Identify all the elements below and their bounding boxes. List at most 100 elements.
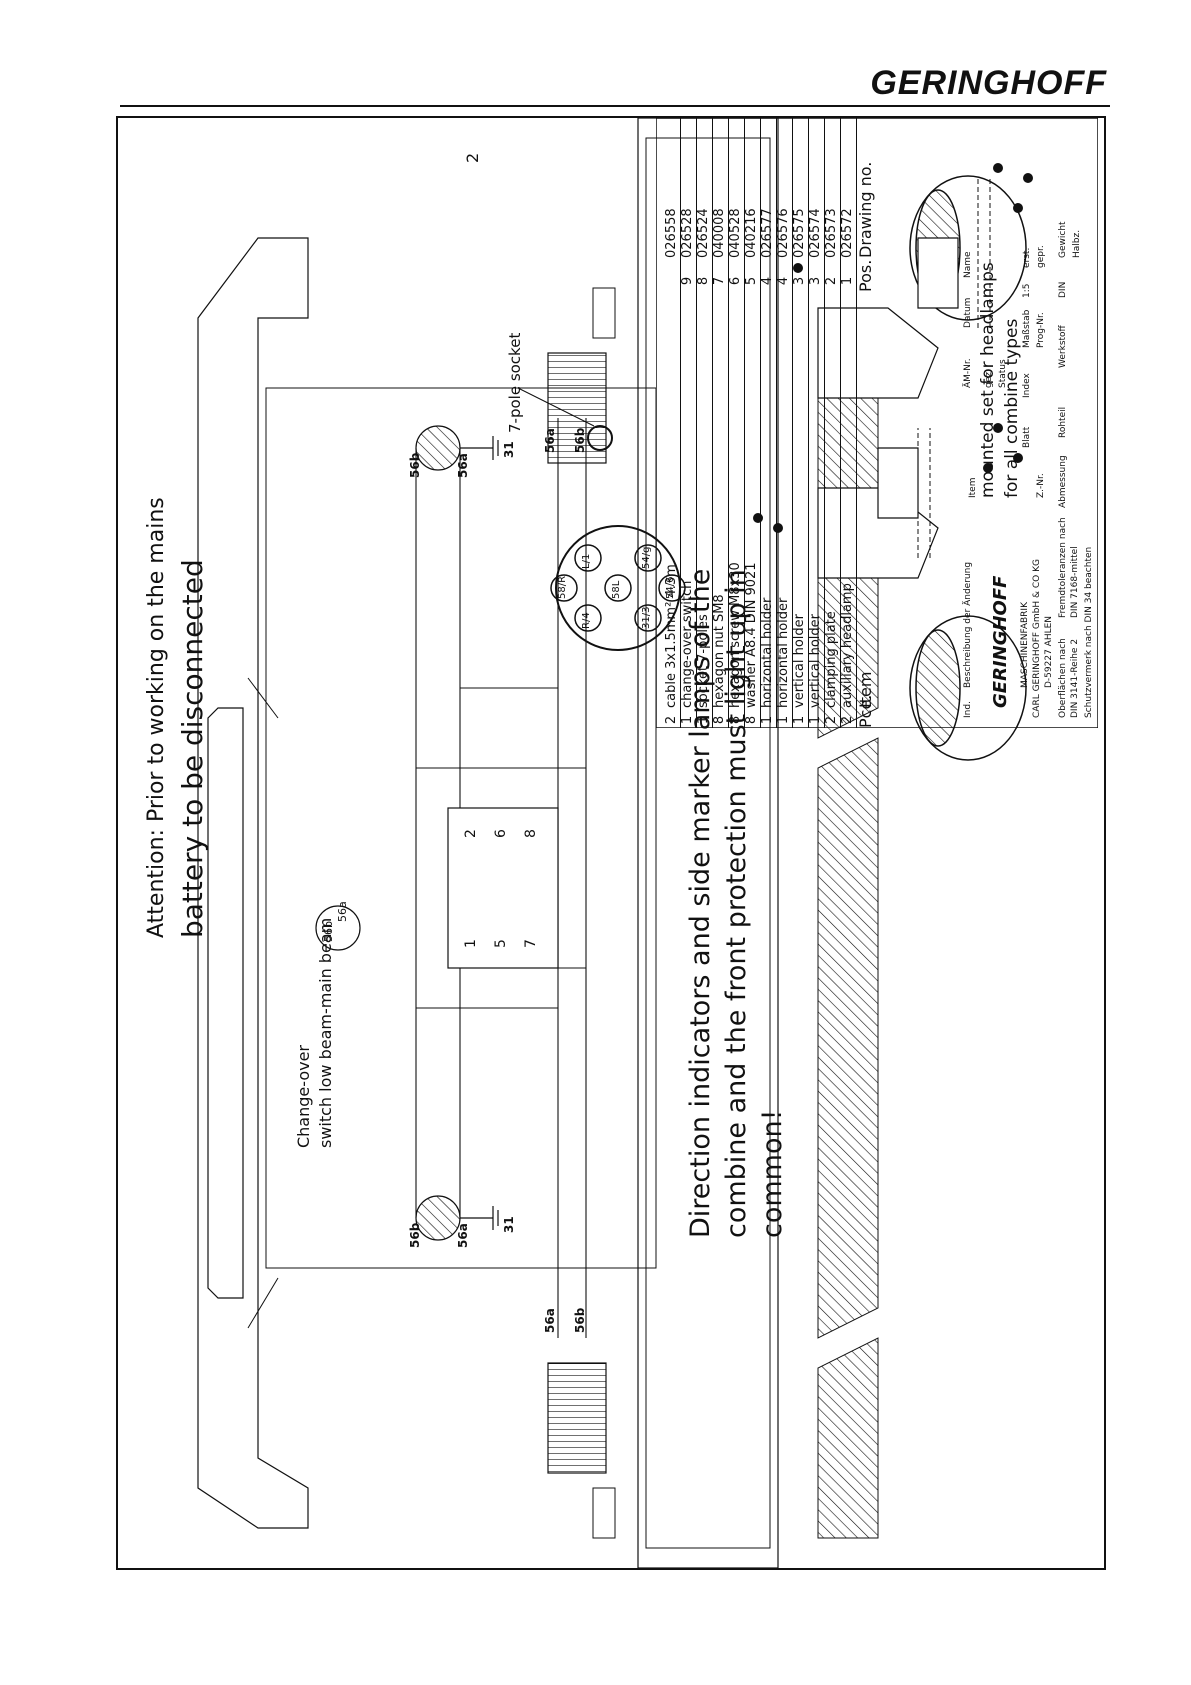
left-side-lamp [547,1362,607,1474]
parts-drawing: 026528 [680,208,695,258]
changeover-label-line1: Change-over [294,1044,313,1148]
parts-pos: 6 [728,276,743,286]
brand-logo: GERINGHOFF [870,64,1107,102]
tb-znr: Z.-Nr. [1036,473,1046,498]
parts-pos: 8 [696,276,711,286]
header-drawing: Drawing no. [856,161,875,258]
parts-item: vertical holder [808,613,823,708]
switch-pin-7: 7 [523,939,539,948]
tb-din: DIN [1058,281,1068,298]
parts-drawing: 026524 [696,208,711,258]
tb-werkstoff: Werkstoff [1058,325,1068,368]
parts-drawing: 026573 [824,208,839,258]
parts-item: change-over switch [680,580,695,708]
parts-drawing: 026576 [776,208,791,258]
parts-qty: 2 [664,715,679,725]
drawing-sheet: Attention: Prior to working on the mains… [116,116,1106,1570]
wiring-diagram [197,118,1033,1568]
tb-gez: gez. [984,369,994,388]
tb-din7168: DIN 7168-mittel [1070,546,1080,618]
tb-index: Index [1022,373,1032,398]
switch-pin-6: 6 [493,829,509,838]
parts-pos: 1 [840,276,855,286]
bus-label-56b-left: 56b [573,1307,587,1333]
tb-datum: Datum [963,297,973,328]
title-line2: for all combine types [1002,318,1022,498]
tb-schutz: Schutzvermerk nach DIN 34 beachten [1084,546,1094,718]
tb-item: Item [968,477,978,499]
parts-pos: 9 [680,276,695,286]
switch-pin-1: 1 [463,939,479,948]
changeover-switch-symbol [315,905,361,951]
changeover-label-line2: switch low beam-main beam [316,917,335,1148]
parts-drawing: 026572 [840,208,855,258]
parts-drawing: 026574 [808,208,823,258]
wire-label-31-left: 31 [502,1216,516,1233]
bracket-left [817,447,939,579]
parts-qty: 1 [760,715,775,725]
socket-pin-313: 31/3 [641,606,652,629]
switch-pin-5: 5 [493,939,509,948]
parts-drawing: 026558 [664,208,679,258]
tb-gewicht: Gewicht [1058,221,1068,258]
callout-2: 2 [463,152,482,163]
fasteners [753,163,1033,533]
tb-rohteil: Rohteil [1058,406,1068,438]
left-lamp-symbol [415,1195,461,1241]
wire-label-56b-left: 56b [408,1222,422,1248]
parts-drawing: 026577 [760,208,775,258]
parts-item: hexagon screw M8x30 [728,562,743,708]
tb-name: Name [963,251,973,278]
bus-label-56b-right: 56b [573,427,587,453]
parts-drawing: 040216 [744,208,759,258]
switch-pin-8: 8 [523,829,539,838]
parts-item: vertical holder [792,613,807,708]
front-protection-frame [637,118,779,1568]
wire-label-56a-left: 56a [456,1223,470,1248]
parts-item: washer A8.4 DIN 9021 [744,562,759,708]
switch-terminal-56a: 56a [336,901,349,922]
right-side-lamp [547,352,607,464]
parts-pos: 4 [776,276,791,286]
socket-pins [550,544,686,632]
parts-item: clamping plate [824,611,839,708]
header-pce: Pce. [856,694,875,728]
parts-qty: 1 [776,715,791,725]
socket-label: 7-pole socket [506,332,524,433]
parts-qty: 1 [792,715,807,725]
parts-pos: 3 [792,276,807,286]
drawing-canvas: Attention: Prior to working on the mains… [118,118,1104,1568]
bus-label-56a-left: 56a [543,1308,557,1333]
title-brand: GERINGHOFF [990,575,1011,708]
tb-ind: Ind. [963,701,973,718]
tb-status: Status [998,359,1008,388]
parts-item: auxiliary headlamp [840,583,855,708]
parts-qty: 2 [824,715,839,725]
tb-aend: ÄM-Nr. [963,358,973,388]
socket-pin-58r: 58/R [557,575,568,599]
tb-din3141: DIN 3141-Reihe 2 [1070,638,1080,718]
mast [917,178,991,558]
tb-blatt: Blatt [1022,426,1032,448]
company-line1: MASCHINENFABRIK [1020,602,1030,688]
bus-label-56a-right: 56a [543,428,557,453]
switch-pin-2: 2 [463,829,479,838]
changeover-label: Change-over switch low beam-main beam [293,918,337,1148]
tb-massstab-value: 1:5 [1022,283,1032,298]
right-lamp-symbol [415,425,461,471]
parts-qty: 1 [696,715,711,725]
parts-drawing: 040008 [712,208,727,258]
ground-symbols [460,436,499,1230]
parts-item: horizontal holder [760,597,775,708]
tb-prog: Prog-Nr. [1036,312,1046,348]
hatched-beam [817,357,879,1539]
wire-label-56b-right: 56b [408,452,422,478]
parts-qty: 8 [712,715,727,725]
